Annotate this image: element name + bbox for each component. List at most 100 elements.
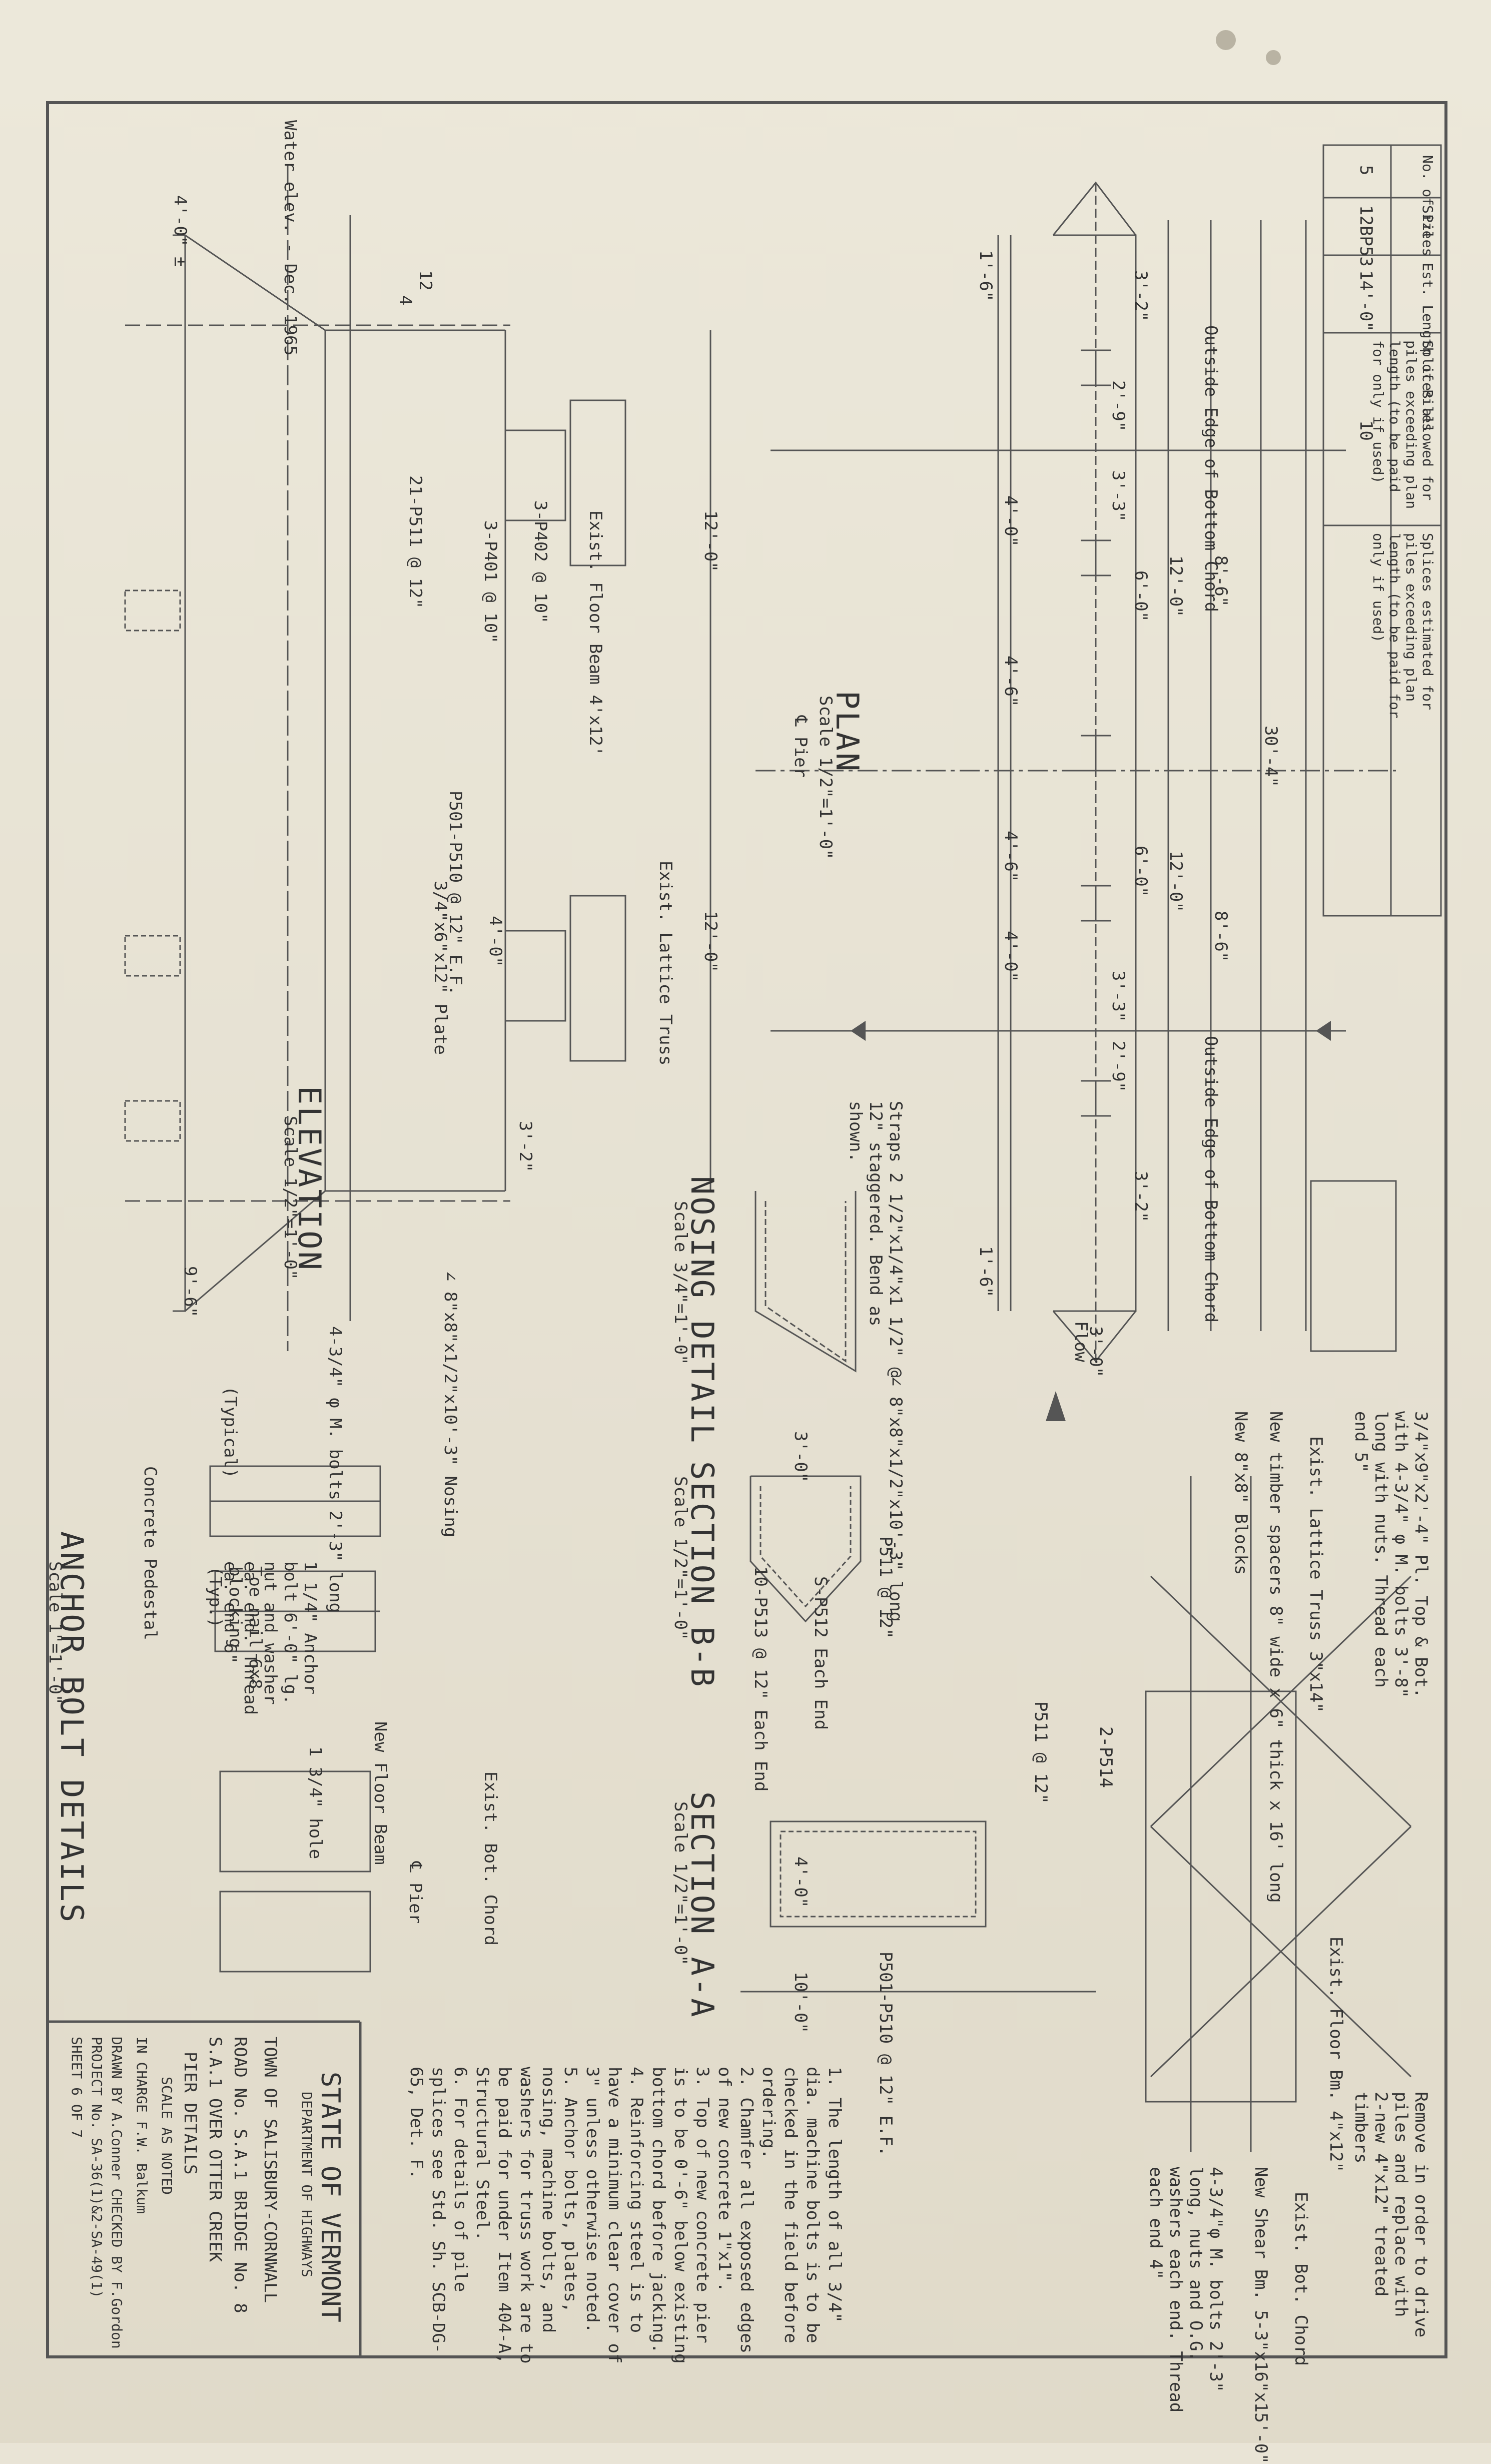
- dim-8-6b: 8'-6": [1211, 911, 1231, 962]
- tb-scale: SCALE AS NOTED: [159, 2077, 175, 2195]
- dim-4-0-elev: 4'-0": [485, 916, 505, 967]
- pile-1: [1081, 349, 1111, 386]
- dim-4-6a: 4'-6": [1001, 656, 1021, 707]
- dim-6-0a: 6'-0": [1131, 570, 1151, 622]
- tb-drawn: DRAWN BY A.Conner CHECKED BY F.Gordon: [109, 2037, 125, 2349]
- tb-sheet-title: PIER DETAILS: [180, 2052, 200, 2175]
- note-1: 1. The length of all 3/4" dia. machine b…: [759, 2067, 845, 2343]
- note-2: 2. Chamfer all exposed edges of new conc…: [714, 2067, 757, 2354]
- truss-detail: [1145, 1476, 1412, 2152]
- pile-td-2: 12BP53: [1356, 205, 1376, 267]
- tb-road: ROAD No. S.A.1 BRIDGE No. 8: [230, 2037, 250, 2313]
- punch-hole-2: [1266, 50, 1281, 65]
- hole-label: 1 3/4" hole: [305, 1746, 325, 1860]
- new-floor-label: New Floor Beam: [370, 1721, 390, 1865]
- outside-edge-bottom: Outside Edge of Bottom Chord: [1201, 1036, 1221, 1323]
- pile-table: [1322, 144, 1442, 917]
- pile-5: [1081, 1080, 1111, 1117]
- punch-hole-1: [1216, 30, 1236, 50]
- p513-label: 10-P513 @ 12" Each End: [751, 1566, 771, 1792]
- dim-3-2a: 3'-2": [1131, 270, 1151, 322]
- slope-4: 4: [395, 295, 415, 306]
- pile-3: [1081, 735, 1111, 772]
- flow-label: Flow: [1071, 1321, 1091, 1362]
- floor-bm-label: Exist. Floor Bm. 4"x12": [1326, 1937, 1346, 2172]
- anchor-scale: Scale 1"=1'-0": [45, 1561, 65, 1705]
- p512-label: S-P512 Each End: [811, 1576, 831, 1730]
- dim-2-9a: 2'-9": [1108, 380, 1128, 432]
- toe-nail-label: Toe nail 6x8 blocking (Typ.): [205, 1566, 265, 1689]
- note-4: 4. Reinforcing steel is to have a minimu…: [582, 2067, 646, 2364]
- lattice-label: Exist. Lattice Truss: [655, 861, 675, 1066]
- tb-project: PROJECT No. SA-36(1)&2-SA-49(1): [89, 2037, 105, 2298]
- notes: 1. The length of all 3/4" dia. machine b…: [405, 2067, 846, 2367]
- dim-4-0pm: 4'-0" ±: [170, 195, 190, 267]
- bolts-m-label: 4-3/4" φ M. bolts 2'-3" long: [325, 1326, 345, 1613]
- pile-2: [1081, 539, 1111, 576]
- p511-label: 21-P511 @ 12": [405, 475, 425, 609]
- dim-9-6: 9'-6": [180, 1266, 200, 1318]
- section-aa: [740, 1820, 1096, 1993]
- pile-th-4: Splices allowed for piles exceeding plan…: [1370, 340, 1436, 509]
- bolt-note: 3/4"x9"x2'-4" Pl. Top & Bot. with 4-3/4"…: [1351, 1411, 1431, 1698]
- dim-30-4: 30'-4": [1261, 726, 1281, 787]
- nosing-scale: Scale 3/4"=1'-0": [670, 1201, 690, 1365]
- slope-12: 12: [415, 270, 435, 291]
- section-bb-scale: Scale 1/2"=1'-0": [670, 1476, 690, 1640]
- dim-4-0a: 4'-0": [1001, 495, 1021, 547]
- exist-bot-chord-label: Exist. Bot. Chord: [480, 1771, 500, 1946]
- nosing-detail: [755, 1191, 857, 1373]
- p514-label: 2-P514: [1096, 1726, 1116, 1788]
- plan-pier-label: ℄ Pier: [791, 716, 811, 778]
- section-bb: [750, 1475, 862, 1623]
- dim-1-6b: 1'-6": [976, 1246, 996, 1298]
- pile-td-4: 10: [1356, 420, 1376, 441]
- section-a-arrow-top: [1316, 1021, 1331, 1041]
- plan-view: [756, 181, 1396, 1363]
- pile-4: [1081, 885, 1111, 922]
- dim-2-9b: 2'-9": [1108, 1041, 1128, 1092]
- p402-label: 3-P402 @ 10": [530, 500, 550, 624]
- blocks-label: New 8"x8" Blocks: [1231, 1411, 1251, 1575]
- elevation-scale: Scale 1/2"=1'-0": [280, 1116, 300, 1280]
- anchor-bolt-details: [209, 1465, 381, 1973]
- pile-td-1: 5: [1356, 165, 1376, 176]
- shear-note: 4-3/4"φ M. bolts 2'-3" long, nuts and O.…: [1146, 2167, 1226, 2413]
- dim-3-2-elev: 3'-2": [515, 1121, 535, 1172]
- dim-10-0: 10'-0": [791, 1972, 811, 2033]
- plate-label: 3/4"x6"x12" Plate: [430, 881, 450, 1055]
- tb-department: DEPARTMENT OF HIGHWAYS: [299, 2092, 315, 2277]
- dim-12-0b: 12'-0": [1166, 851, 1186, 912]
- plate-detail: [1310, 1180, 1397, 1352]
- dim-1-6a: 1'-6": [976, 250, 996, 302]
- timber-spacers-label: New timber spacers 8" wide x 6" thick x …: [1266, 1411, 1286, 1903]
- dim-6-0b: 6'-0": [1131, 846, 1151, 897]
- lattice2-label: Exist. Lattice Truss 3"x14": [1306, 1436, 1326, 1713]
- straps-label: Straps 2 1/2"x1/4"x1 1/2" @ 12" staggere…: [846, 1101, 906, 1378]
- remove-note: Remove in order to drive piles and repla…: [1351, 2092, 1431, 2338]
- dim-12-0-elev-b: 12'-0": [700, 911, 720, 972]
- dim-12-0-elev-a: 12'-0": [700, 510, 720, 572]
- dim-3-2b: 3'-2": [1131, 1171, 1151, 1222]
- dim-4-0b: 4'-0": [1001, 931, 1021, 982]
- dim-3-3b: 3'-3": [1108, 971, 1128, 1022]
- p501-aa-label: P501-P510 @ 12" E.F.: [876, 1952, 896, 2157]
- elevation-view: [124, 165, 711, 1351]
- dim-4-0-aa: 4'-0": [791, 1857, 811, 1908]
- note-6: 6. For details of pile splices see Std. …: [406, 2067, 470, 2354]
- p511c-label: P511 @ 12": [1031, 1701, 1051, 1804]
- pier-label: ℄ Pier: [405, 1862, 425, 1924]
- dim-3-3a: 3'-3": [1108, 470, 1128, 522]
- angle-nosing-label: ∠ 8"x8"x1/2"x10'-3" Nosing: [440, 1271, 460, 1538]
- note-3: 3. Top of new concrete pier is to be 0'-…: [648, 2067, 712, 2364]
- tb-bridge: S.A.1 OVER OTTER CREEK: [205, 2037, 225, 2262]
- dim-12-0a: 12'-0": [1166, 555, 1186, 617]
- water-elev: Water elev. - Dec. 1965: [280, 120, 300, 356]
- outside-edge-top: Outside Edge of Bottom Chord: [1201, 325, 1221, 612]
- p401-label: 3-P401 @ 10": [480, 520, 500, 644]
- shear-bm-label: New Shear Bm. 5-3"x16"x15'-0": [1251, 2167, 1271, 2464]
- tb-state: STATE OF VERMONT: [315, 2072, 345, 2322]
- dim-4-6b: 4'-6": [1001, 831, 1021, 882]
